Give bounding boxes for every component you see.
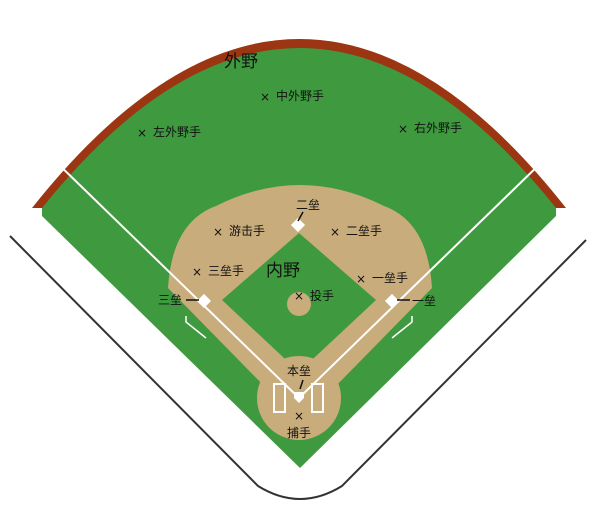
third-base-bag bbox=[196, 293, 212, 309]
second-baseman-label: 二垒手 bbox=[346, 224, 382, 238]
second-base-bag bbox=[290, 217, 306, 233]
left-fielder-marker: × bbox=[137, 126, 147, 140]
shortstop-label: 游击手 bbox=[229, 224, 265, 238]
left-foul-line bbox=[51, 157, 300, 399]
second-base-pointer bbox=[297, 211, 304, 222]
pitchers-mound bbox=[287, 292, 311, 316]
catcher-label: 捕手 bbox=[287, 425, 311, 440]
pitcher-marker: × bbox=[294, 289, 304, 303]
pitcher-label: 投手 bbox=[310, 288, 334, 303]
right-foul-line bbox=[298, 157, 547, 399]
third-baseman-label: 三垒手 bbox=[208, 264, 244, 278]
home-plate bbox=[294, 392, 304, 403]
left-batters-box bbox=[273, 383, 286, 413]
shortstop-marker: × bbox=[213, 225, 223, 239]
outfield-label: 外野 bbox=[224, 52, 258, 72]
right-fielder-label: 右外野手 bbox=[414, 120, 462, 135]
right-fielder-marker: × bbox=[398, 122, 408, 136]
home-plate-pointer bbox=[299, 379, 304, 390]
left-fielder-label: 左外野手 bbox=[153, 124, 201, 139]
catcher-marker: × bbox=[294, 409, 304, 423]
home-plate-label: 本垒 bbox=[287, 364, 311, 378]
center-fielder-label: 中外野手 bbox=[276, 88, 324, 103]
first-baseman-marker: × bbox=[356, 272, 366, 286]
watermark: 知乎 @凯文体育KWSA bbox=[398, 481, 553, 499]
first-base-coach-box bbox=[391, 316, 413, 339]
first-base-bag bbox=[384, 293, 400, 309]
center-fielder-marker: × bbox=[260, 90, 270, 104]
first-baseman-label: 一垒手 bbox=[372, 271, 408, 285]
second-baseman-marker: × bbox=[330, 225, 340, 239]
third-baseman-marker: × bbox=[192, 265, 202, 279]
right-batters-box bbox=[311, 383, 324, 413]
first-base-label: 一垒 bbox=[412, 294, 436, 308]
third-base-coach-box bbox=[185, 316, 207, 339]
infield-label: 内野 bbox=[266, 261, 300, 281]
third-base-label: 三垒 bbox=[158, 293, 182, 307]
second-base-label: 二垒 bbox=[296, 198, 320, 212]
